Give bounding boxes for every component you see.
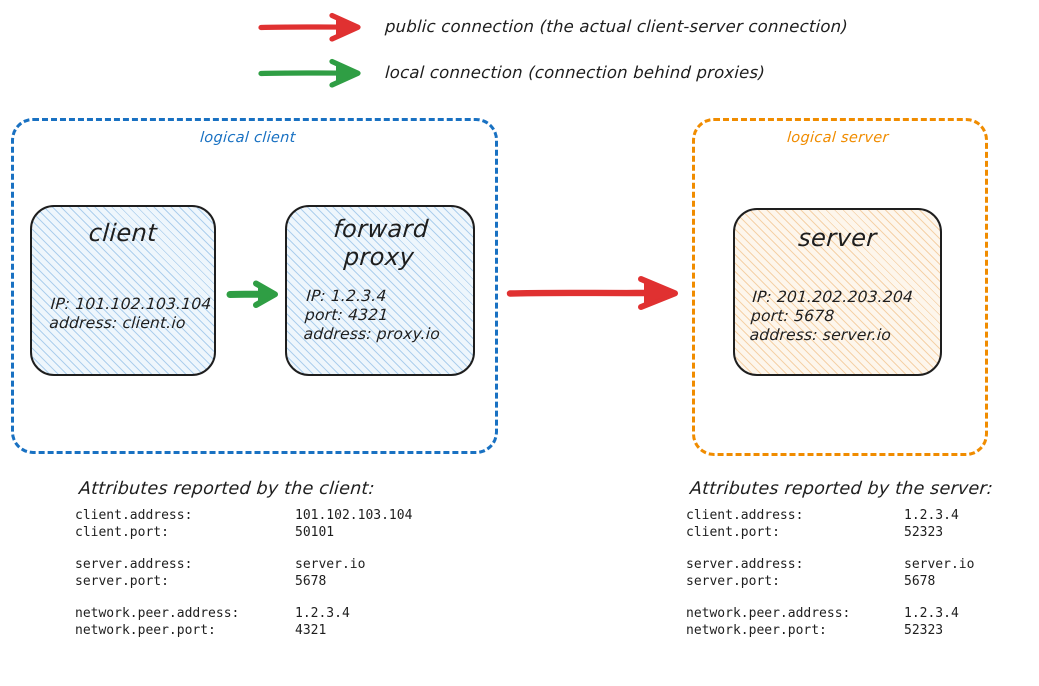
node-client-details: IP: 101.102.103.104 address: client.io <box>49 295 212 333</box>
server-attributes-heading: Attributes reported by the server: <box>689 479 994 499</box>
attribute-row-spacer <box>686 590 974 606</box>
red-arrow-icon <box>258 12 368 46</box>
public-connection-arrow <box>505 272 685 318</box>
node-server-port: port: 5678 <box>750 307 836 325</box>
attribute-row: server.port: 5678 <box>75 574 412 591</box>
attribute-row: client.address: 1.2.3.4 <box>686 508 974 525</box>
node-server[interactable]: server IP: 201.202.203.204 port: 5678 ad… <box>733 208 942 376</box>
attribute-row: network.peer.port: 52323 <box>686 623 974 640</box>
attribute-value: 5678 <box>904 573 936 589</box>
attribute-row: client.port: 50101 <box>75 525 412 542</box>
attribute-row: network.peer.port: 4321 <box>75 623 412 640</box>
node-forward-proxy-details: IP: 1.2.3.4 port: 4321 address: proxy.io <box>303 287 443 344</box>
node-forward-proxy[interactable]: forward proxy IP: 1.2.3.4 port: 4321 add… <box>285 205 475 376</box>
logical-server-group <box>692 118 988 456</box>
attribute-value: 1.2.3.4 <box>295 606 350 621</box>
attribute-row: client.address: 101.102.103.104 <box>75 508 412 525</box>
logical-client-group <box>11 118 498 454</box>
node-forward-proxy-ip: IP: 1.2.3.4 <box>305 287 388 305</box>
attribute-key: server.address: <box>75 557 193 572</box>
node-forward-proxy-title: forward proxy <box>332 215 430 272</box>
attribute-value: 4321 <box>295 622 327 638</box>
node-forward-proxy-address: address: proxy.io <box>303 325 441 343</box>
attribute-row: client.port: 52323 <box>686 525 974 542</box>
logical-server-label: logical server <box>786 130 890 146</box>
node-forward-proxy-port: port: 4321 <box>304 306 390 324</box>
node-server-title: server <box>797 224 878 252</box>
node-server-address: address: server.io <box>749 326 892 344</box>
server-attributes-table: client.address: 1.2.3.4 client.port: 52323 s… <box>686 508 974 639</box>
attribute-key: network.peer.port: <box>686 622 827 638</box>
client-attributes-table: client.address: 101.102.103.104 client.por… <box>75 508 412 639</box>
attribute-key: network.peer.address: <box>686 606 851 621</box>
attribute-value: server.io <box>904 557 975 572</box>
attribute-row-spacer <box>686 541 974 557</box>
attribute-value: server.io <box>295 557 366 572</box>
node-client-title: client <box>87 219 159 247</box>
attribute-value: 101.102.103.104 <box>295 508 413 523</box>
local-connection-arrow <box>226 276 282 316</box>
attribute-value: 50101 <box>295 524 335 540</box>
node-server-details: IP: 201.202.203.204 port: 5678 address: … <box>749 288 914 345</box>
attribute-key: client.port: <box>75 524 169 540</box>
attribute-key: server.port: <box>686 573 780 589</box>
attribute-row: server.address: server.io <box>686 557 974 574</box>
logical-client-label: logical client <box>199 130 297 146</box>
legend-label-public: public connection (the actual client-ser… <box>384 17 849 36</box>
node-client[interactable]: client IP: 101.102.103.104 address: clie… <box>30 205 216 376</box>
node-client-ip: IP: 101.102.103.104 <box>50 295 213 313</box>
attribute-value: 5678 <box>295 573 327 589</box>
attribute-row: server.port: 5678 <box>686 574 974 591</box>
client-attributes-block: Attributes reported by the client: clien… <box>75 479 412 639</box>
attribute-row-spacer <box>75 541 412 557</box>
client-attributes-heading: Attributes reported by the client: <box>78 479 376 499</box>
attribute-key: network.peer.port: <box>75 622 216 638</box>
attribute-key: client.address: <box>75 508 193 523</box>
attribute-key: network.peer.address: <box>75 606 240 621</box>
legend-label-local: local connection (connection behind prox… <box>384 63 766 82</box>
attribute-row: network.peer.address: 1.2.3.4 <box>75 606 412 623</box>
node-client-address: address: client.io <box>48 314 187 332</box>
attribute-key: client.port: <box>686 524 780 540</box>
attribute-value: 1.2.3.4 <box>904 606 959 621</box>
green-arrow-icon <box>258 58 368 92</box>
attribute-row: server.address: server.io <box>75 557 412 574</box>
attribute-value: 52323 <box>904 622 944 638</box>
attribute-row: network.peer.address: 1.2.3.4 <box>686 606 974 623</box>
legend: public connection (the actual client-ser… <box>0 0 1039 100</box>
attribute-row-spacer <box>75 590 412 606</box>
attribute-key: server.port: <box>75 573 169 589</box>
node-server-ip: IP: 201.202.203.204 <box>751 288 914 306</box>
attribute-key: server.address: <box>686 557 804 572</box>
attribute-value: 52323 <box>904 524 944 540</box>
attribute-key: client.address: <box>686 508 804 523</box>
server-attributes-block: Attributes reported by the server: clien… <box>686 479 994 639</box>
attribute-value: 1.2.3.4 <box>904 508 959 523</box>
